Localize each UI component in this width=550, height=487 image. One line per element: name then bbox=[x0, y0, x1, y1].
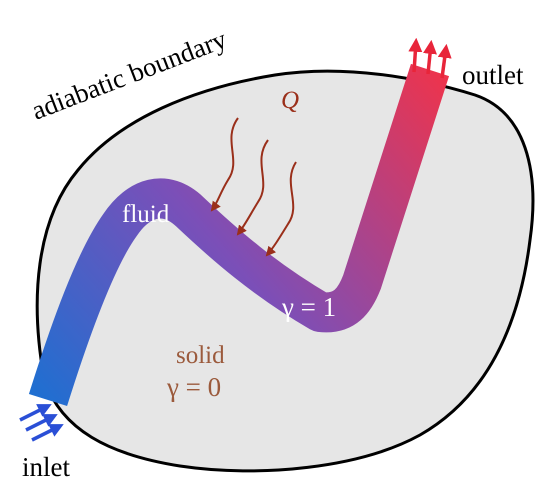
outlet-label: outlet bbox=[462, 60, 524, 90]
outlet-arrows-icon bbox=[408, 37, 452, 79]
inlet-arrows-icon bbox=[19, 404, 64, 442]
fluid-channel bbox=[28, 63, 450, 406]
inlet-label: inlet bbox=[22, 452, 70, 482]
fluid-label: fluid bbox=[122, 201, 170, 228]
solid-label: solid bbox=[176, 342, 225, 369]
gamma-fluid-label: γ = 1 bbox=[281, 292, 336, 322]
gamma-solid-label: γ = 0 bbox=[166, 372, 221, 402]
heat-label: Q bbox=[281, 87, 299, 114]
heat-flux-arrows-icon bbox=[210, 117, 297, 257]
